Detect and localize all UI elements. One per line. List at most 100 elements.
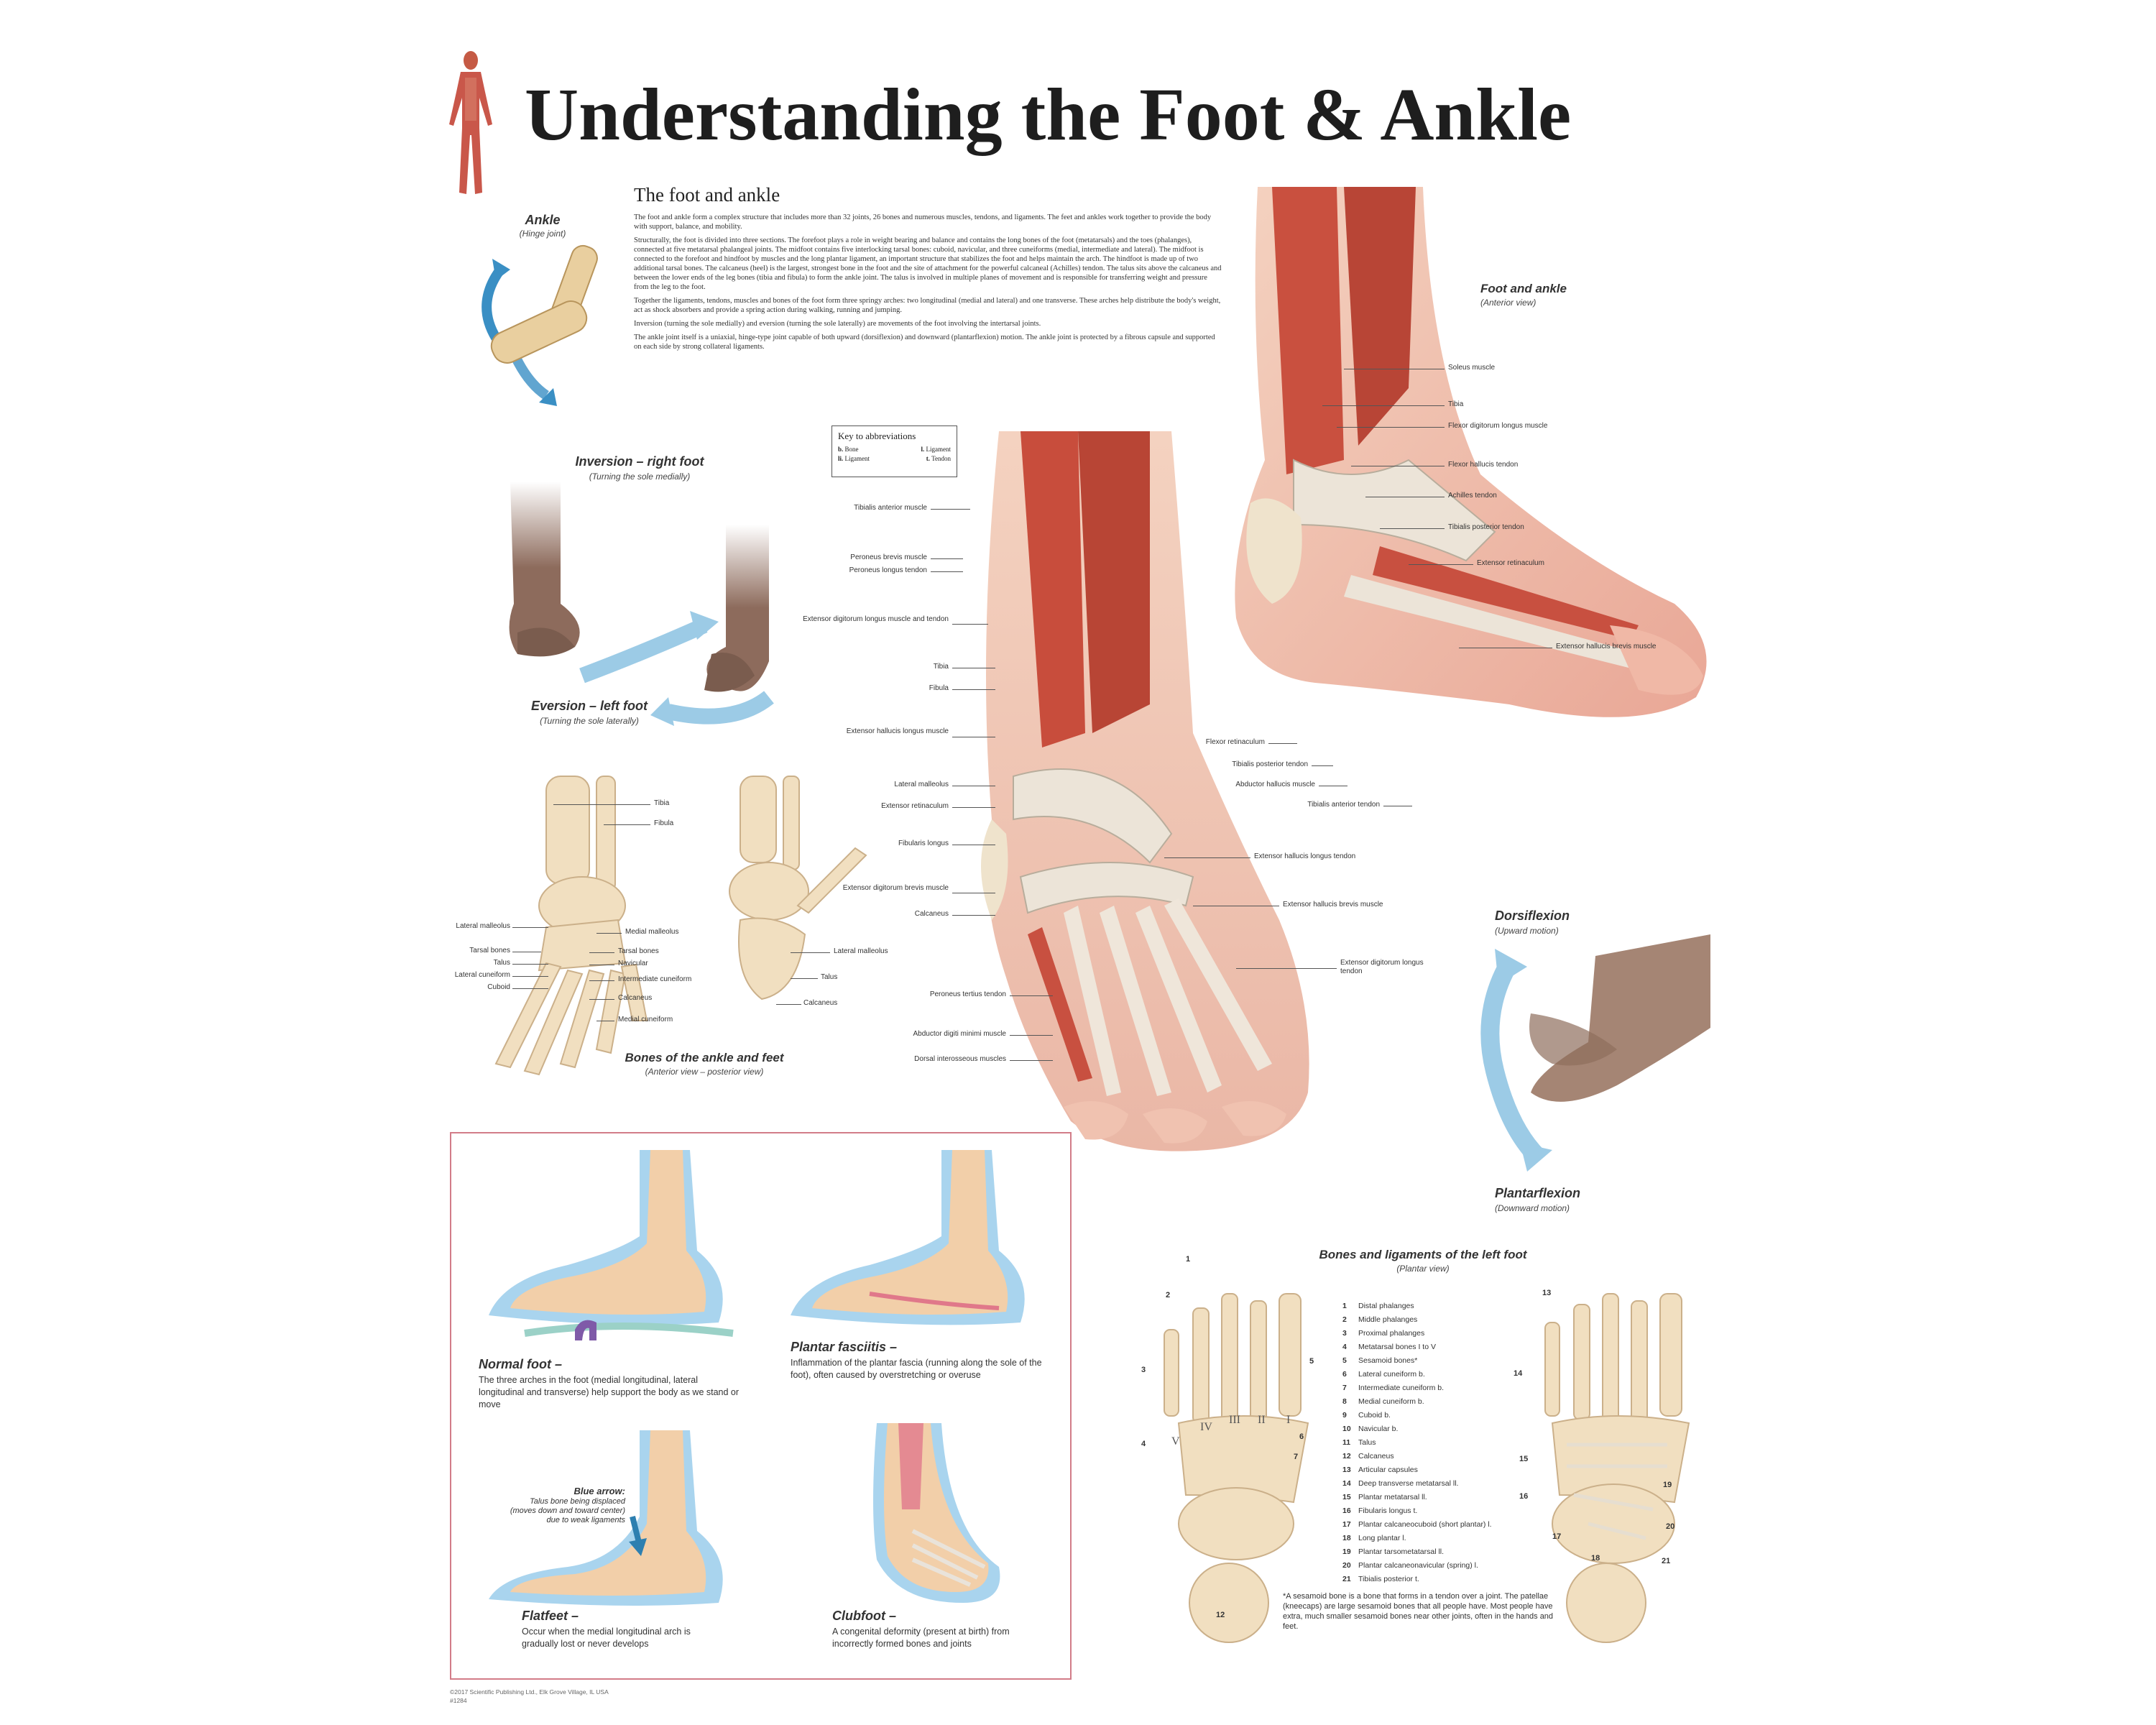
normal-foot-illustration (489, 1150, 734, 1340)
plantar-view-subtitle: (Plantar view) (1396, 1264, 1450, 1274)
callout-2: 2 (1166, 1291, 1171, 1300)
lateral-label: Tibia (1448, 400, 1464, 408)
anterior-label: Fibula (929, 684, 949, 692)
intro-paragraph: Structurally, the foot is divided into t… (634, 236, 1222, 291)
key-title: Key to abbreviations (838, 431, 916, 441)
callout-21: 21 (1662, 1557, 1671, 1565)
anterior-label: Peroneus brevis muscle (850, 553, 927, 561)
flatfeet-illustration (489, 1430, 723, 1606)
anterior-label: Extensor digitorum longus muscle and ten… (803, 615, 949, 623)
bones-label: Tibia (654, 799, 670, 807)
key-item: li. Ligament (838, 455, 870, 462)
anterior-label: Lateral malleolus (894, 781, 949, 788)
roman-numeral: I (1286, 1414, 1290, 1426)
bones-label: Lateral malleolus (834, 947, 888, 955)
plantarflexion-title: Plantarflexion (1495, 1186, 1581, 1200)
inversion-eversion-illustration (509, 482, 774, 726)
plantar-fasciitis-title: Plantar fasciitis – (791, 1340, 898, 1354)
inversion-subtitle: (Turning the sole medially) (589, 472, 691, 482)
bones-label: Lateral cuneiform (454, 971, 510, 979)
plantarflexion-subtitle: (Downward motion) (1495, 1203, 1570, 1213)
bones-label: Navicular (618, 960, 648, 967)
key-item: l. Ligament (921, 446, 951, 453)
callout-4: 4 (1141, 1440, 1146, 1448)
callout-7: 7 (1294, 1453, 1299, 1461)
hinge-joint-illustration (482, 244, 598, 406)
anterior-label: Calcaneus (914, 910, 949, 918)
callout-6: 6 (1299, 1432, 1304, 1441)
callout-19: 19 (1663, 1481, 1672, 1489)
inversion-title: Inversion – right foot (575, 454, 704, 469)
roman-numeral: IV (1200, 1421, 1212, 1433)
copyright: ©2017 Scientific Publishing Ltd., Elk Gr… (450, 1688, 609, 1705)
human-figure-icon (449, 51, 492, 194)
flexion-illustration (1480, 934, 1710, 1172)
callout-20: 20 (1666, 1522, 1675, 1531)
roman-numeral: II (1258, 1414, 1266, 1426)
anterior-label: Peroneus longus tendon (849, 566, 927, 574)
clubfoot-illustration (873, 1423, 1000, 1603)
lateral-view-subtitle: (Anterior view) (1480, 298, 1537, 308)
bones-label: Fibula (654, 819, 674, 827)
abbreviation-key: Key to abbreviations b. Bone l. Ligament… (831, 426, 957, 477)
eversion-title: Eversion – left foot (530, 699, 648, 713)
lateral-label: Flexor retinaculum (1205, 738, 1265, 746)
bones-label: Talus (821, 973, 838, 981)
bones-label: Tarsal bones (469, 947, 510, 954)
lateral-label: Achilles tendon (1448, 492, 1497, 500)
lateral-label: Abductor hallucis muscle (1235, 781, 1315, 788)
intro-paragraph: Together the ligaments, tendons, muscles… (634, 297, 1221, 314)
intro-heading: The foot and ankle (634, 184, 780, 206)
anterior-label: Abductor digiti minimi muscle (913, 1030, 1007, 1038)
bones-label: Calcaneus (803, 999, 838, 1007)
copyright-line: #1284 (450, 1697, 467, 1704)
callout-18: 18 (1591, 1554, 1600, 1563)
plantar-view-title: Bones and ligaments of the left foot (1319, 1248, 1527, 1261)
lateral-label: Extensor retinaculum (1477, 559, 1544, 567)
plantar-bones-left-illustration: IV III II I V (1164, 1293, 1309, 1643)
copyright-line: ©2017 Scientific Publishing Ltd., Elk Gr… (450, 1688, 609, 1696)
sesamoid-footnote: *A sesamoid bone is a bone that forms in… (1283, 1592, 1554, 1631)
callout-17: 17 (1552, 1532, 1562, 1541)
bones-label: Calcaneus (618, 994, 653, 1002)
anterior-label: Fibularis longus (898, 840, 949, 847)
conditions-panel (450, 1132, 1072, 1680)
bones-label: Cuboid (487, 983, 510, 991)
bones-label: Intermediate cuneiform (618, 975, 692, 983)
anterior-label: Extensor hallucis brevis muscle (1283, 901, 1383, 908)
anterior-foot-muscle-illustration (981, 431, 1309, 1151)
normal-foot-title: Normal foot – (479, 1357, 563, 1371)
bones-label: Talus (493, 959, 510, 967)
dorsiflexion-subtitle: (Upward motion) (1495, 926, 1559, 936)
bones-title: Bones of the ankle and feet (625, 1051, 784, 1064)
lateral-foot-muscle-illustration (1235, 187, 1707, 717)
callout-15: 15 (1519, 1455, 1529, 1463)
callout-3: 3 (1141, 1366, 1146, 1374)
anterior-label: Extensor digitorum longus tendon (1340, 959, 1424, 975)
bones-label: Medial cuneiform (618, 1016, 673, 1024)
key-item: b. Bone (838, 446, 859, 453)
callout-1: 1 (1186, 1255, 1191, 1264)
anterior-label: Peroneus tertius tendon (929, 990, 1006, 998)
anterior-label: Tibia (933, 663, 949, 671)
roman-numeral: V (1171, 1435, 1180, 1448)
intro-paragraph: The ankle joint itself is a uniaxial, hi… (634, 334, 1215, 351)
lateral-label: Flexor digitorum longus muscle (1448, 422, 1548, 430)
lateral-label: Tibialis anterior tendon (1307, 801, 1380, 809)
page-title: Understanding the Foot & Ankle (525, 73, 1572, 156)
ankle-bones-illustration (494, 776, 867, 1076)
anterior-label: Extensor digitorum brevis muscle (842, 884, 949, 892)
